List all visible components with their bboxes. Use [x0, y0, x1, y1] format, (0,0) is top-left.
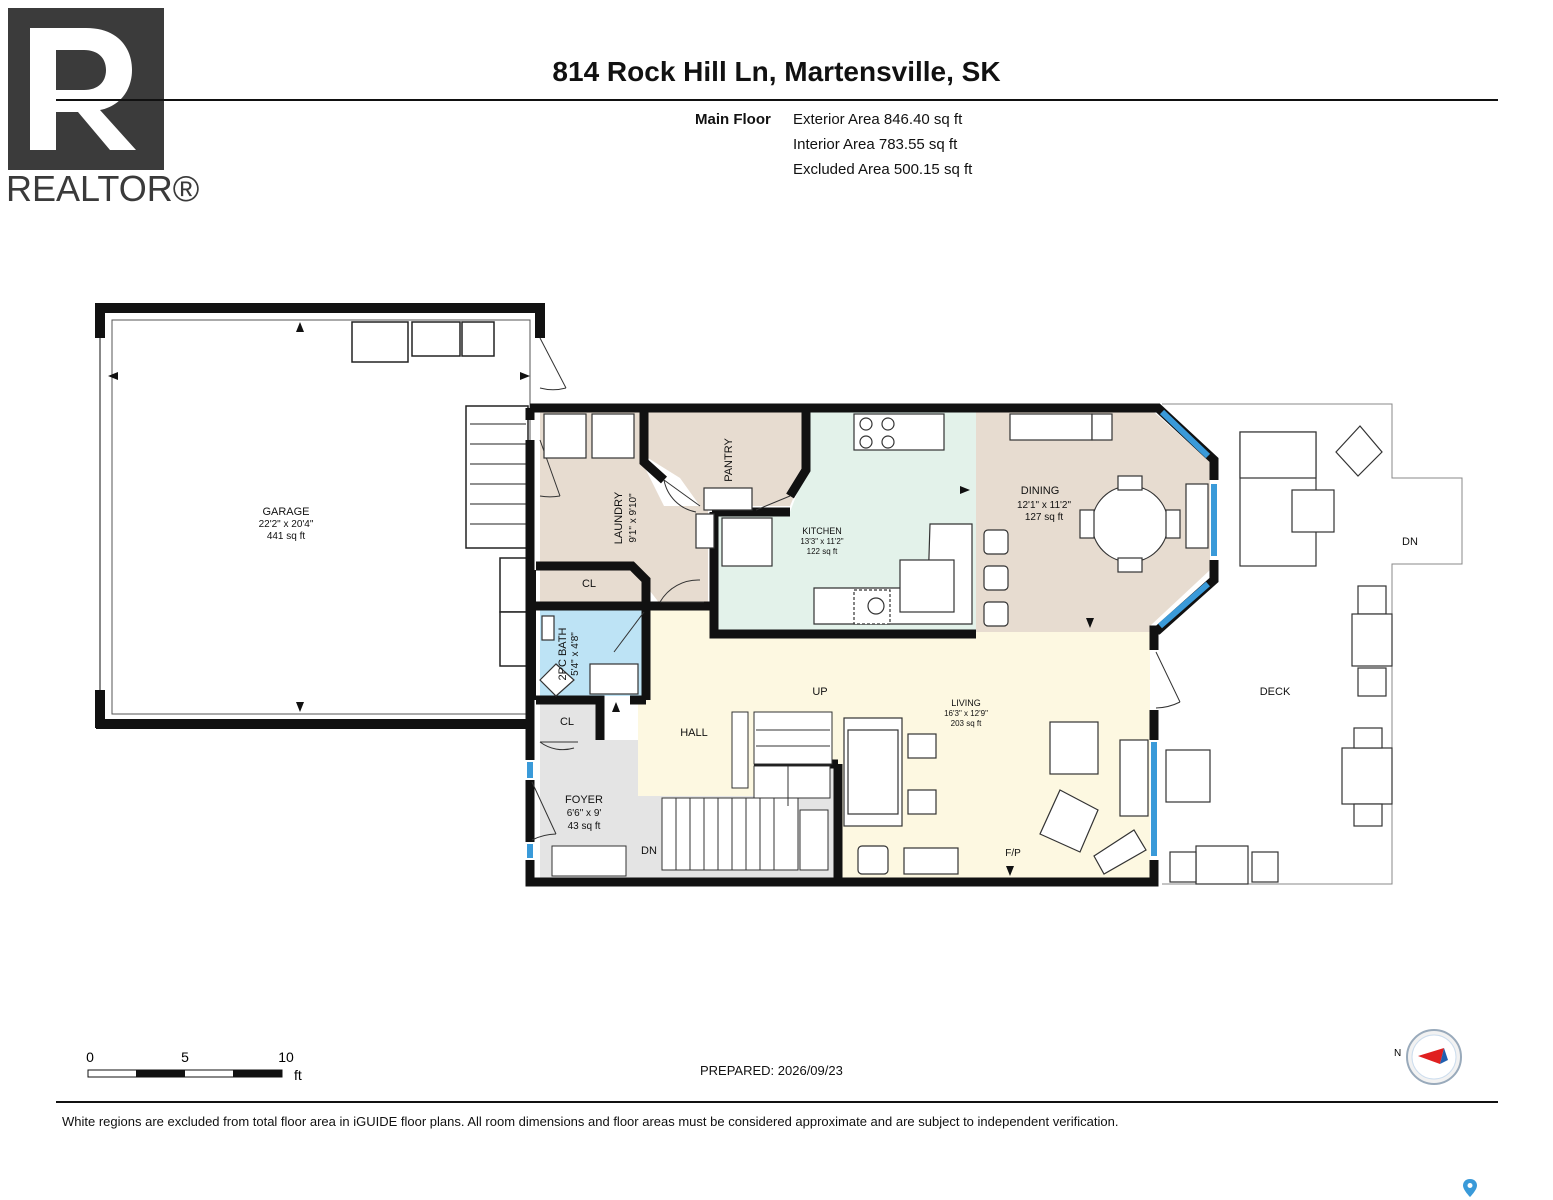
foyer-label: FOYER: [565, 794, 603, 806]
deck-outline: [1162, 403, 1463, 885]
exterior-area: Exterior Area 846.40 sq ft: [793, 111, 963, 128]
deck-label: DECK: [1260, 686, 1291, 698]
fireplace-label: F/P: [1005, 848, 1021, 859]
excluded-area: Excluded Area 500.15 sq ft: [793, 161, 973, 178]
foyer-dn-label: DN: [641, 845, 657, 857]
living-label: LIVING: [951, 698, 981, 708]
bath-label: 2PC BATH: [557, 627, 569, 680]
laundry-label: LAUNDRY: [613, 491, 625, 544]
laundry-room: [540, 412, 708, 604]
title-divider: [56, 99, 1498, 101]
closet-1: [540, 570, 644, 604]
deck-dn-label: DN: [1402, 536, 1418, 548]
deck-furniture: [1165, 425, 1393, 885]
foyer-dims: 6'6" x 9': [567, 808, 602, 819]
foyer-area: 43 sq ft: [568, 821, 601, 832]
scale-bar: 0 5 10 ft: [86, 1049, 302, 1083]
windows: [527, 409, 1217, 858]
garage-label: GARAGE: [262, 506, 309, 518]
bath-dims: 5'4" x 4'8": [570, 632, 581, 676]
closet-1-label: CL: [582, 578, 596, 590]
scale-label-5: 5: [181, 1049, 189, 1065]
floor-label: Main Floor: [695, 111, 771, 128]
prepared-date: PREPARED: 2026/09/23: [700, 1063, 843, 1078]
closet-2: [540, 704, 604, 738]
laundry-dims: 9'1" x 9'10": [628, 493, 639, 543]
scale-unit: ft: [294, 1067, 302, 1083]
hall-up-label: UP: [812, 686, 827, 698]
kitchen-dims: 13'3" x 11'2": [800, 537, 843, 546]
garage-walls: [95, 303, 545, 729]
living-area: 203 sq ft: [951, 719, 982, 728]
realtor-wordmark: REALTOR®: [6, 168, 200, 209]
dining-area: 127 sq ft: [1025, 512, 1064, 523]
hall-label: HALL: [680, 727, 708, 739]
doors: [531, 439, 1181, 841]
location-pin-icon: [1463, 1179, 1477, 1197]
page-title: 814 Rock Hill Ln, Martensville, SK: [552, 56, 1001, 87]
closet-2-label: CL: [560, 716, 574, 728]
realtor-logo: [8, 8, 164, 170]
footer-divider: [56, 1101, 1498, 1103]
kitchen-area: 122 sq ft: [807, 547, 838, 556]
living-dims: 16'3" x 12'9": [944, 709, 988, 718]
scale-label-0: 0: [86, 1049, 94, 1065]
pantry-label: PANTRY: [723, 438, 735, 482]
interior-area: Interior Area 783.55 sq ft: [793, 136, 958, 153]
garage-dims: 22'2" x 20'4": [259, 519, 314, 530]
house-walls: [525, 403, 1219, 887]
kitchen-label: KITCHEN: [802, 526, 842, 536]
scale-label-10: 10: [278, 1049, 294, 1065]
disclaimer-text: White regions are excluded from total fl…: [62, 1114, 1119, 1129]
pantry-room: [648, 412, 806, 506]
compass-icon: N: [1394, 1029, 1462, 1085]
garage-area: 441 sq ft: [267, 531, 306, 542]
dining-label: DINING: [1021, 485, 1060, 497]
dining-dims: 12'1" x 11'2": [1017, 500, 1072, 511]
compass-north-label: N: [1394, 1048, 1401, 1059]
